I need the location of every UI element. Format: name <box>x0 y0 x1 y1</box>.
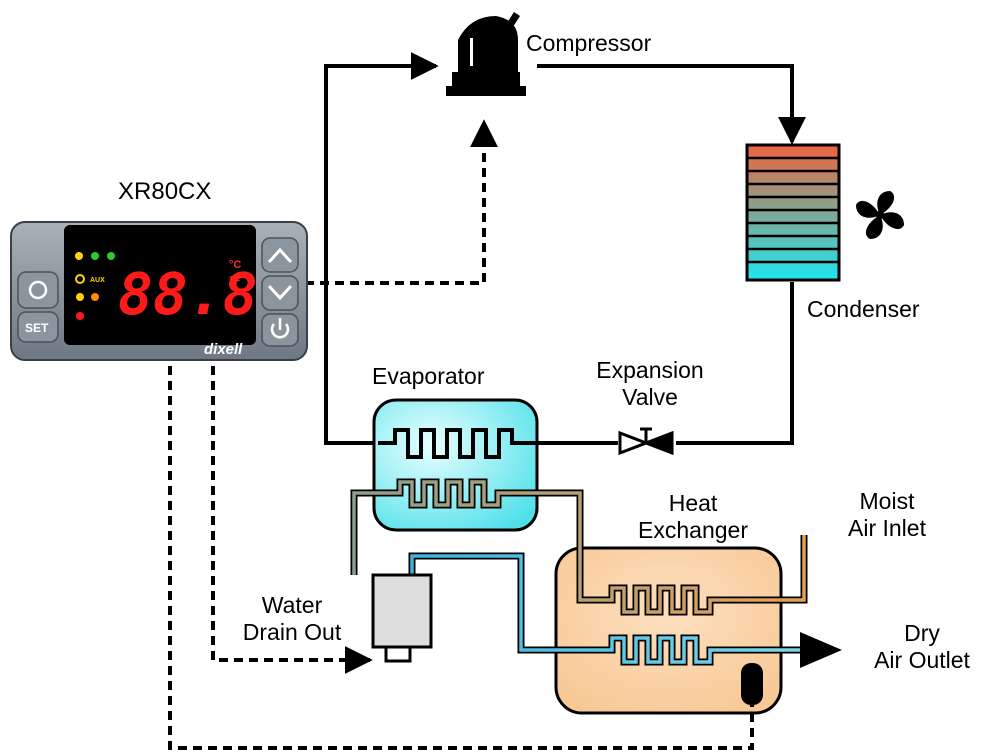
display-digits: 88.8 <box>118 260 258 328</box>
condenser-icon <box>745 143 841 282</box>
evaporator-label: Evaporator <box>372 363 485 389</box>
dry-air-outlet-label: Dry Air Outlet <box>852 620 992 674</box>
controller-device: 88.8 °C °F AUX dixell SET <box>10 221 308 361</box>
set-button-label: SET <box>25 321 49 335</box>
refrigerant-loop <box>324 52 806 445</box>
fan-indicator-icon <box>107 252 115 260</box>
suction-line <box>324 52 439 445</box>
liquid-line <box>676 282 794 445</box>
defrost-indicator-icon <box>91 252 99 260</box>
compressor-control-line <box>305 119 498 285</box>
brand-logo: dixell <box>204 341 243 358</box>
unit-fahrenheit: °F <box>229 275 240 287</box>
moist-air-inlet-label: Moist Air Inlet <box>822 488 952 542</box>
discharge-line <box>537 64 806 145</box>
alarm-indicator-icon <box>76 293 84 301</box>
energy-indicator-icon <box>91 293 99 301</box>
clock-button-icon <box>28 280 48 300</box>
expansion-valve-label: Expansion Valve <box>575 357 725 411</box>
set-button[interactable] <box>17 311 59 343</box>
drain-control-line <box>211 366 373 674</box>
water-drain-label-line2: Drain Out <box>242 619 342 645</box>
compressor-icon <box>446 12 526 96</box>
drain-box-icon <box>371 573 433 663</box>
water-drain-label: Water Drain Out <box>222 592 362 646</box>
expansion-valve-label-line1: Expansion <box>596 357 704 383</box>
sensor-probe-icon <box>741 663 763 705</box>
condenser-label: Condenser <box>807 296 920 322</box>
moist-air-label-line1: Moist <box>859 488 915 514</box>
up-button[interactable] <box>261 237 299 273</box>
light-indicator-icon <box>75 252 83 260</box>
up-arrow-icon <box>267 247 293 264</box>
expansion-valve-label-line2: Valve <box>622 384 678 410</box>
air-ducts <box>350 478 808 666</box>
dry-air-outlet-arrow <box>800 632 842 668</box>
compressor-indicator-icon <box>76 312 84 320</box>
standby-clock-button[interactable] <box>17 271 59 309</box>
moist-air-label-line2: Air Inlet <box>848 515 926 541</box>
dry-air-label-line1: Dry <box>904 620 940 646</box>
aux-indicator-label: AUX <box>90 277 105 284</box>
down-arrow-icon <box>267 284 293 301</box>
expansion-valve-icon <box>618 427 674 456</box>
clock-indicator-icon <box>75 274 85 284</box>
controller-model-label: XR80CX <box>118 178 212 205</box>
unit-celsius: °C <box>229 259 241 271</box>
heat-exchanger-label-line2: Exchanger <box>638 517 748 543</box>
dry-air-label-line2: Air Outlet <box>874 647 970 673</box>
heat-exchanger-label-line1: Heat <box>668 490 718 516</box>
water-drain-label-line1: Water <box>261 592 323 618</box>
power-icon <box>270 323 290 339</box>
compressor-label: Compressor <box>526 30 652 56</box>
down-button[interactable] <box>261 275 299 311</box>
heat-exchanger-label: Heat Exchanger <box>608 490 778 544</box>
evaporator-icon <box>372 398 539 532</box>
fan-icon <box>856 191 904 239</box>
